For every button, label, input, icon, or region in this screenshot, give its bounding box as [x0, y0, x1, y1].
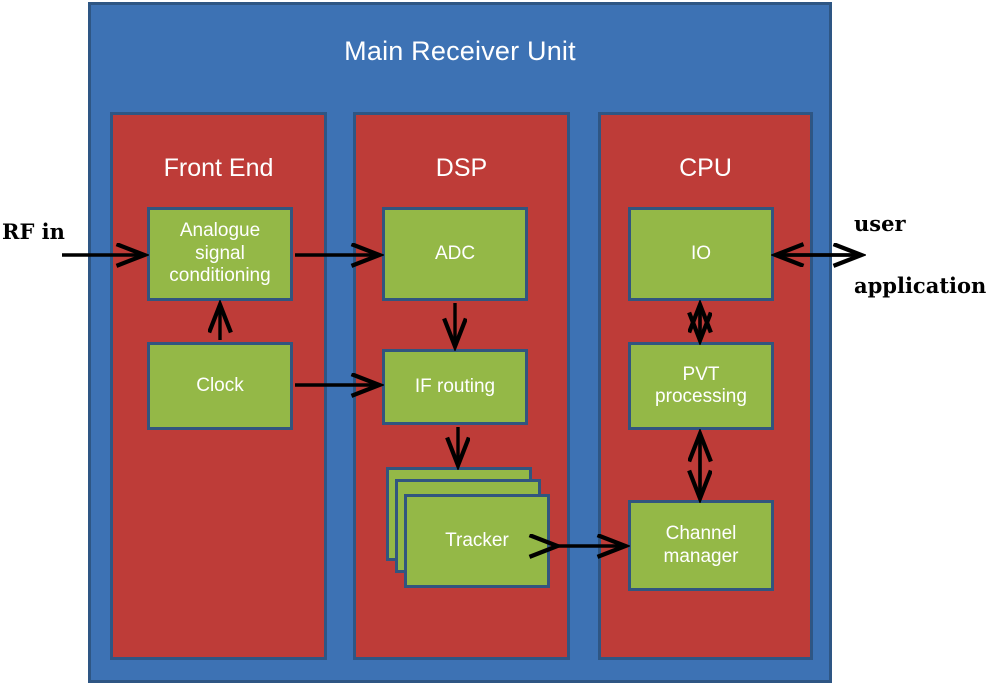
main-receiver-unit-title: Main Receiver Unit: [344, 36, 576, 66]
block-adc: ADC: [382, 207, 528, 301]
label-application: application: [854, 273, 987, 298]
block-tracker: Tracker: [404, 494, 550, 588]
column-title-cpu: CPU: [679, 154, 732, 182]
block-label: IO: [690, 242, 712, 264]
block-label: Tracker: [445, 529, 509, 551]
block-label-line-2: manager: [663, 545, 739, 567]
block-channel-manager: Channel manager: [628, 500, 774, 591]
label-rf-in: RF in: [2, 219, 65, 244]
block-io: IO: [628, 207, 774, 301]
label-user: user: [854, 211, 906, 236]
block-label: IF routing: [414, 375, 496, 397]
block-pvt-processing: PVT processing: [628, 342, 774, 430]
block-if-routing: IF routing: [382, 349, 528, 425]
block-label-line-1: PVT: [682, 363, 720, 385]
block-label-line-1: Channel: [665, 523, 737, 545]
block-label: Clock: [196, 374, 244, 396]
block-clock: Clock: [147, 342, 293, 430]
block-label-line-3: conditioning: [169, 265, 271, 287]
block-label-line-2: signal: [195, 242, 245, 264]
column-title-front-end: Front End: [163, 154, 274, 182]
block-analogue-signal-conditioning: Analogue signal conditioning: [147, 207, 293, 301]
block-label-line-1: Analogue: [179, 220, 261, 242]
block-label-line-2: processing: [655, 386, 747, 407]
column-title-dsp: DSP: [435, 154, 488, 182]
block-label: ADC: [434, 242, 476, 264]
